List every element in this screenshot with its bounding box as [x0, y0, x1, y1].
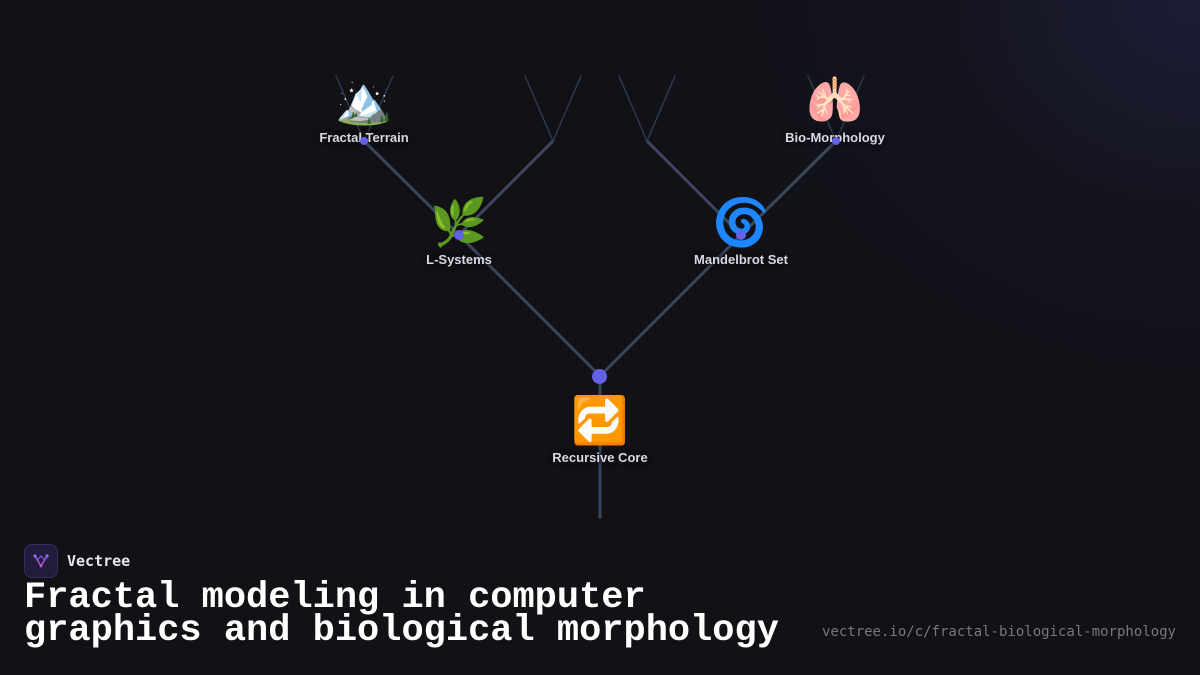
node-fractal-terrain: 🏔️ Fractal Terrain: [274, 74, 454, 145]
node-bio-morphology: 🫁 Bio-Morphology: [745, 74, 925, 145]
brand-name: Vectree: [67, 552, 131, 570]
repeat-icon: 🔁: [571, 393, 629, 447]
twig: [363, 75, 394, 142]
branch-left-outer: [362, 139, 461, 237]
node-dot-root: [592, 369, 607, 384]
vectree-logo-icon: [24, 544, 58, 578]
mountain-icon: 🏔️: [335, 73, 393, 127]
branch-right-outer: [739, 139, 838, 237]
node-dot-fractal-terrain: [360, 137, 368, 145]
twig: [807, 75, 837, 142]
node-dot-mandelbrot: [736, 230, 746, 240]
branch-right-inner: [645, 139, 743, 237]
page-title: Fractal modeling in computer graphics an…: [24, 577, 779, 652]
node-recursive-core: 🔁 Recursive Core: [510, 394, 690, 465]
brand: Vectree: [24, 544, 130, 578]
twig: [835, 75, 865, 142]
node-label: Mandelbrot Set: [694, 252, 788, 267]
node-label: L-Systems: [426, 252, 492, 267]
branch-root-left: [457, 233, 602, 378]
twig: [552, 75, 582, 142]
node-label: Recursive Core: [552, 450, 648, 465]
spiral-icon: 🌀: [712, 195, 770, 249]
node-dot-bio-morphology: [832, 137, 840, 145]
twig: [646, 75, 676, 142]
node-dot-l-systems: [454, 230, 464, 240]
page-url[interactable]: vectree.io/c/fractal-biological-morpholo…: [821, 624, 1176, 640]
twig: [618, 75, 648, 142]
branch-left-inner: [457, 139, 555, 237]
branch-root-right: [598, 233, 743, 378]
twig: [524, 75, 554, 142]
lungs-icon: 🫁: [806, 73, 864, 127]
herb-icon: 🌿: [430, 195, 488, 249]
twig: [335, 75, 365, 142]
